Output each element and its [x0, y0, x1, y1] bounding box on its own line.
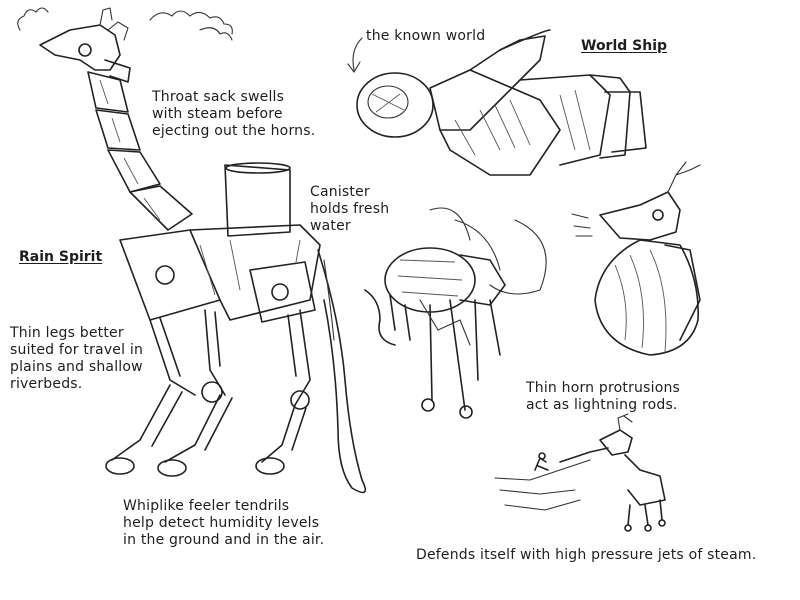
steam-creature-sketch — [364, 207, 547, 419]
world-ship-sketch — [347, 29, 647, 176]
known-world-label: the known world — [366, 28, 486, 44]
canister-note: Canister holds fresh water — [310, 184, 390, 234]
steam-jet-defense-sketch — [494, 413, 666, 532]
rain-spirit-heading: Rain Spirit — [19, 249, 103, 265]
thin-legs-note: Thin legs better suited for travel in pl… — [10, 325, 144, 392]
world-ship-heading: World Ship — [581, 38, 668, 54]
rain-spirit-sketch — [17, 7, 367, 494]
throat-sack-note: Throat sack swells with steam before eje… — [152, 89, 316, 139]
steam-defense-note: Defends itself with high pressure jets o… — [416, 547, 757, 563]
throat-sack-creature-sketch — [571, 161, 701, 356]
feeler-tendrils-note: Whiplike feeler tendrils help detect hum… — [123, 498, 325, 548]
thin-horn-note: Thin horn protrusions act as lightning r… — [526, 380, 681, 413]
